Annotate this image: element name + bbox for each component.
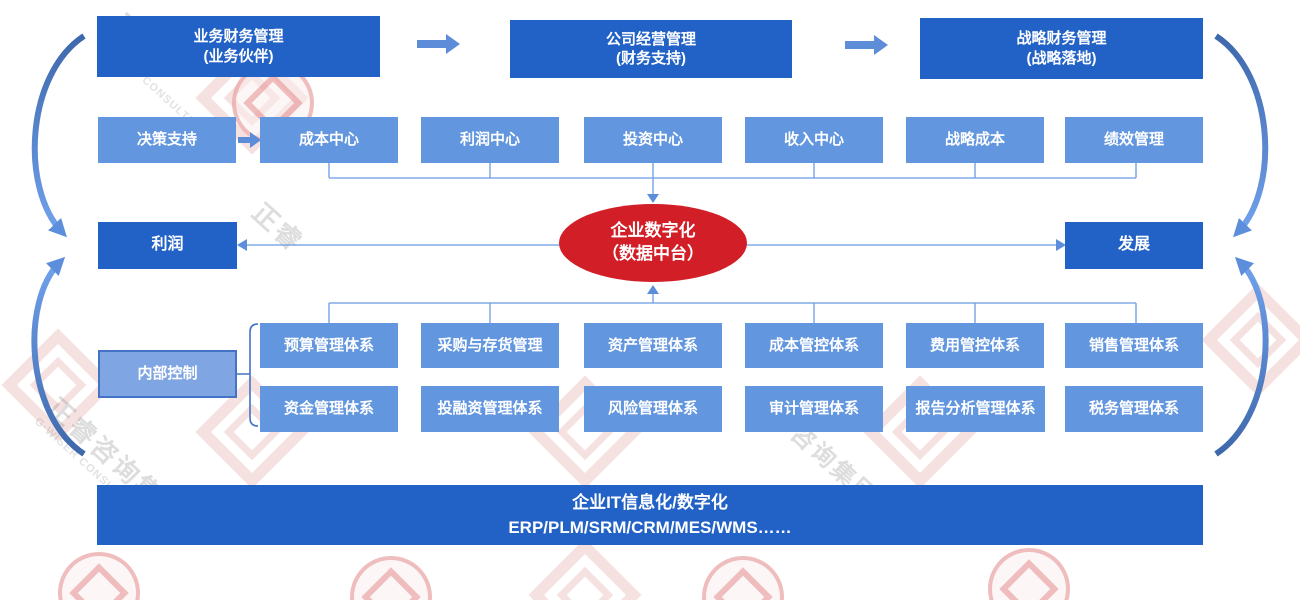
box-label: 投资中心 <box>622 131 683 149</box>
box-subtitle: (业务伙伴) <box>203 47 274 65</box>
connector-bottom-group <box>328 293 1137 323</box>
box-report-analysis-mgmt: 报告分析管理体系 <box>906 386 1045 432</box>
curved-arrow-right-top <box>1214 33 1269 238</box>
arrowhead-up-into-ellipse <box>647 285 659 294</box>
box-label: 发展 <box>1117 236 1150 254</box>
box-label: 风险管理体系 <box>607 400 698 418</box>
curved-arrow-right-bottom <box>1214 256 1269 457</box>
box-budget-mgmt-system: 预算管理体系 <box>260 323 398 368</box>
arrowhead-down-into-ellipse <box>647 194 659 203</box>
box-procurement-inventory-mgmt: 采购与存货管理 <box>421 323 559 368</box>
bar-systems-list: ERP/PLM/SRM/CRM/MES/WMS…… <box>508 518 792 537</box>
arrow-decision-to-cost <box>238 132 261 148</box>
box-label: 资产管理体系 <box>607 336 698 354</box>
box-label: 内部控制 <box>137 365 198 383</box>
box-investment-financing-mgmt: 投融资管理体系 <box>421 386 559 432</box>
box-title: 业务财务管理 <box>193 28 284 45</box>
box-label: 绩效管理 <box>1103 131 1164 149</box>
box-business-finance-mgmt: 业务财务管理 (业务伙伴) <box>97 16 380 77</box>
arrowhead-left-profit <box>237 239 247 251</box>
box-audit-mgmt-system: 审计管理体系 <box>745 386 883 432</box>
box-strategic-finance-mgmt: 战略财务管理 (战略落地) <box>920 18 1203 79</box>
box-investment-center: 投资中心 <box>584 117 722 163</box>
box-development: 发展 <box>1065 222 1203 269</box>
box-title: 战略财务管理 <box>1016 30 1107 47</box>
box-title: 公司经营管理 <box>605 30 696 48</box>
box-company-operation-mgmt: 公司经营管理 (财务支持) <box>510 20 792 78</box>
bar-enterprise-it: 企业IT信息化/数字化 ERP/PLM/SRM/CRM/MES/WMS…… <box>97 485 1203 545</box>
box-revenue-center: 收入中心 <box>745 117 883 163</box>
box-label: 成本管控体系 <box>768 336 859 354</box>
box-label: 利润 <box>151 236 184 254</box>
box-performance-mgmt: 绩效管理 <box>1065 117 1203 163</box>
curved-arrow-left-bottom <box>31 256 86 457</box>
box-label: 报告分析管理体系 <box>915 400 1036 418</box>
arrow-top-2 <box>845 35 888 55</box>
box-risk-mgmt-system: 风险管理体系 <box>584 386 722 432</box>
box-strategic-cost: 战略成本 <box>906 117 1044 163</box>
arrow-top-1 <box>417 34 460 54</box>
box-label: 采购与存货管理 <box>437 336 543 354</box>
box-profit: 利润 <box>98 222 237 269</box>
box-label: 资金管理体系 <box>283 400 374 418</box>
box-label: 销售管理体系 <box>1088 336 1179 354</box>
box-label: 决策支持 <box>136 131 197 149</box>
arrowhead-right-development <box>1056 239 1066 251</box>
box-cost-control-system: 成本管控体系 <box>745 323 883 368</box>
box-label: 成本中心 <box>298 131 359 149</box>
box-label: 预算管理体系 <box>283 336 374 354</box>
box-tax-mgmt-system: 税务管理体系 <box>1065 386 1203 432</box>
box-subtitle: (战略落地) <box>1026 49 1097 67</box>
box-label: 战略成本 <box>944 131 1005 149</box>
box-asset-mgmt-system: 资产管理体系 <box>584 323 722 368</box>
box-label: 收入中心 <box>783 131 844 149</box>
box-label: 审计管理体系 <box>768 400 859 418</box>
connector-top-group <box>328 163 1137 195</box>
box-decision-support: 决策支持 <box>98 117 236 163</box>
box-cost-center: 成本中心 <box>260 117 398 163</box>
box-internal-control: 内部控制 <box>98 350 237 398</box>
box-profit-center: 利润中心 <box>421 117 559 163</box>
box-sales-mgmt-system: 销售管理体系 <box>1065 323 1203 368</box>
box-expense-control-system: 费用管控体系 <box>906 323 1044 368</box>
ellipse-subtitle: （数据中台） <box>602 244 704 263</box>
box-label: 投融资管理体系 <box>437 400 543 418</box>
bar-title: 企业IT信息化/数字化 <box>572 492 728 512</box>
box-label: 税务管理体系 <box>1088 400 1179 418</box>
box-capital-mgmt-system: 资金管理体系 <box>260 386 398 432</box>
box-label: 利润中心 <box>459 131 520 149</box>
box-subtitle: (财务支持) <box>616 50 686 67</box>
curved-arrow-left-top <box>31 33 86 238</box>
ellipse-enterprise-digitalization: 企业数字化 （数据中台） <box>559 204 747 282</box>
ellipse-title: 企业数字化 <box>610 221 696 241</box>
internal-control-bracket <box>237 323 259 427</box>
box-label: 费用管控体系 <box>929 336 1020 354</box>
